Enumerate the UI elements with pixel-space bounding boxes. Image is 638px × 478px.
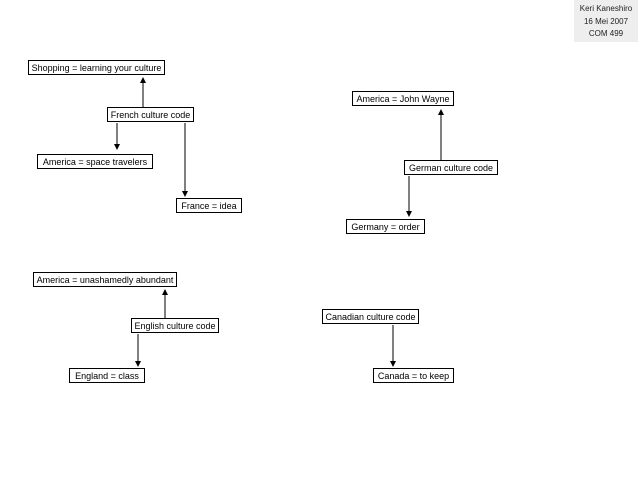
node-french-culture-code: French culture code (107, 107, 194, 122)
node-america-unashamedly-abundant: America = unashamedly abundant (33, 272, 177, 287)
author-info: Keri Kaneshiro 16 Mei 2007 COM 499 (574, 0, 638, 42)
node-shopping: Shopping = learning your culture (28, 60, 165, 75)
node-canadian-culture-code: Canadian culture code (322, 309, 419, 324)
node-english-culture-code: English culture code (131, 318, 219, 333)
node-england-class: England = class (69, 368, 145, 383)
node-france-idea: France = idea (176, 198, 242, 213)
node-america-john-wayne: America = John Wayne (352, 91, 454, 106)
author-name: Keri Kaneshiro (579, 4, 633, 13)
node-german-culture-code: German culture code (404, 160, 498, 175)
course-label: COM 499 (588, 29, 624, 38)
node-germany-order: Germany = order (346, 219, 425, 234)
node-canada-to-keep: Canada = to keep (373, 368, 454, 383)
node-america-space-travelers: America = space travelers (37, 154, 153, 169)
date-label: 16 Mei 2007 (583, 17, 629, 26)
